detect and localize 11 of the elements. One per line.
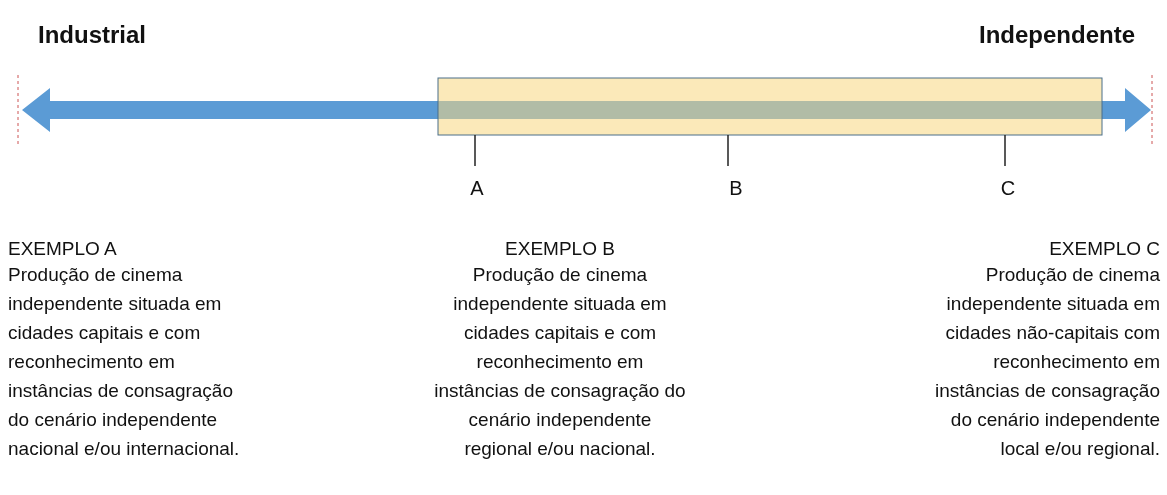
end-heading: Industrial — [38, 20, 147, 49]
example-description: Produção de cinema independente situada em cidades não-capitais com reconhecimento em instâncias de consagração do cenário independente local e/ou regional. — [934, 263, 1160, 461]
example-heading: EXEMPLO A — [8, 237, 118, 261]
tick-label: B — [728, 176, 744, 201]
example-heading: EXEMPLO B — [504, 237, 616, 261]
example-description: Produção de cinema independente situada em cidades capitais e com reconhecimento em instâncias de consagração do cenário independente regional e/ou nacional. — [433, 263, 687, 461]
tick-label: A — [469, 176, 485, 201]
tick-label: C — [999, 176, 1017, 201]
example-heading: EXEMPLO C — [1048, 237, 1160, 261]
end-heading: Independente — [978, 20, 1135, 49]
example-description: Produção de cinema independente situada em cidades capitais e com reconhecimento em instâncias de consagração do cenário independente nacional e/ou internacional. — [8, 263, 241, 461]
